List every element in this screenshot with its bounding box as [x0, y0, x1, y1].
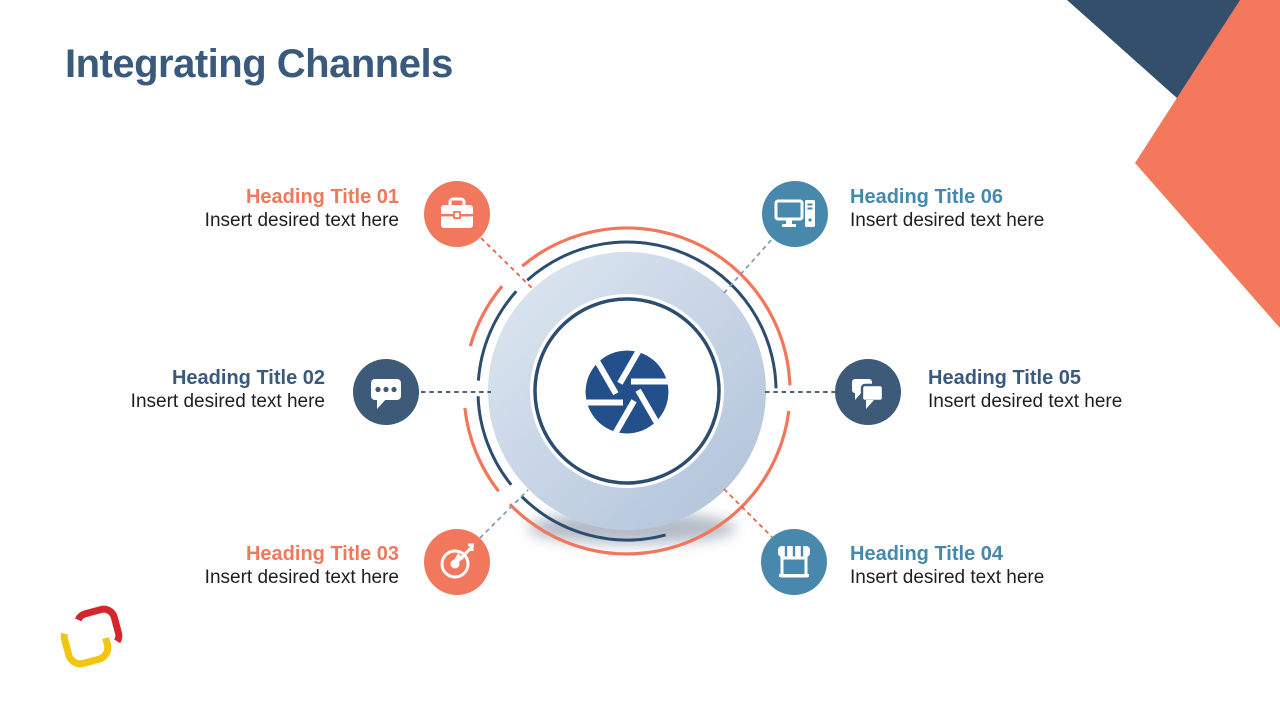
chat-dots-icon	[353, 359, 419, 425]
item-01-body: Insert desired text here	[204, 210, 399, 231]
gradient-ring	[487, 251, 766, 531]
connector-04	[723, 488, 773, 538]
item-04-body: Insert desired text here	[850, 567, 1045, 588]
item-02: Heading Title 02 Insert desired text her…	[131, 366, 325, 413]
item-06-heading: Heading Title 06	[850, 186, 1004, 208]
connector-06	[723, 237, 774, 294]
item-06-body: Insert desired text here	[850, 210, 1045, 231]
item-01: Heading Title 01 Insert desired text her…	[205, 185, 399, 232]
chat-double-icon	[835, 359, 901, 425]
logo-red-arc	[73, 605, 123, 655]
item-02-heading: Heading Title 02	[171, 367, 325, 389]
aperture-icon	[585, 350, 669, 434]
item-05-heading: Heading Title 05	[928, 367, 1082, 389]
item-01-heading: Heading Title 01	[245, 186, 399, 208]
item-02-body: Insert desired text here	[130, 391, 325, 412]
briefcase-icon	[424, 181, 490, 247]
brand-logo-icon	[60, 605, 123, 668]
item-05-body: Insert desired text here	[928, 391, 1123, 412]
logo-yellow-arc	[60, 616, 112, 668]
connector-lines	[421, 237, 836, 539]
corner-diamond-shape	[1135, 0, 1280, 328]
connector-01	[480, 237, 535, 291]
navy-arc-circle	[476, 240, 778, 542]
item-04-heading: Heading Title 04	[850, 543, 1004, 565]
page-title: Integrating Channels	[65, 42, 453, 86]
item-06: Heading Title 06 Insert desired text her…	[850, 185, 1044, 232]
item-05: Heading Title 05 Insert desired text her…	[928, 366, 1122, 413]
connector-03	[479, 489, 529, 539]
item-03-heading: Heading Title 03	[245, 543, 399, 565]
item-03: Heading Title 03 Insert desired text her…	[205, 542, 399, 589]
store-icon	[761, 529, 827, 595]
item-03-body: Insert desired text here	[204, 567, 399, 588]
target-icon	[424, 529, 490, 595]
computer-icon	[762, 181, 828, 247]
item-04: Heading Title 04 Insert desired text her…	[850, 542, 1044, 589]
orange-arc-circle	[463, 226, 792, 556]
